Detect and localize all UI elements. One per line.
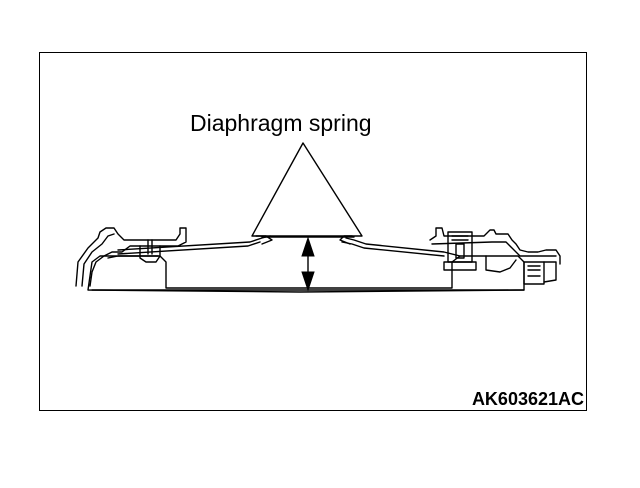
diaphragm-spring-right bbox=[341, 237, 461, 257]
left-lower-step bbox=[107, 255, 159, 259]
right-rivet bbox=[523, 261, 545, 285]
figure-frame bbox=[39, 52, 587, 411]
diaphragm-spring-label: Diaphragm spring bbox=[190, 110, 372, 136]
left-cover-inner bbox=[81, 233, 115, 287]
right-outer-flange bbox=[543, 261, 557, 283]
figure-code: AK603621AC bbox=[471, 389, 584, 409]
left-cover-outline bbox=[75, 227, 187, 287]
callout-triangle bbox=[251, 142, 363, 237]
right-bolt-detail bbox=[451, 235, 469, 259]
right-cover-outline bbox=[429, 227, 561, 265]
diaphragm-spring-left bbox=[117, 235, 271, 255]
dimension-arrow-up-head bbox=[301, 236, 315, 257]
right-lower-step bbox=[485, 255, 517, 273]
pressure-plate-outline bbox=[87, 255, 525, 293]
right-bolt-cap bbox=[443, 261, 477, 271]
right-cover-inner bbox=[431, 241, 557, 257]
dimension-arrow-down-head bbox=[301, 271, 315, 292]
